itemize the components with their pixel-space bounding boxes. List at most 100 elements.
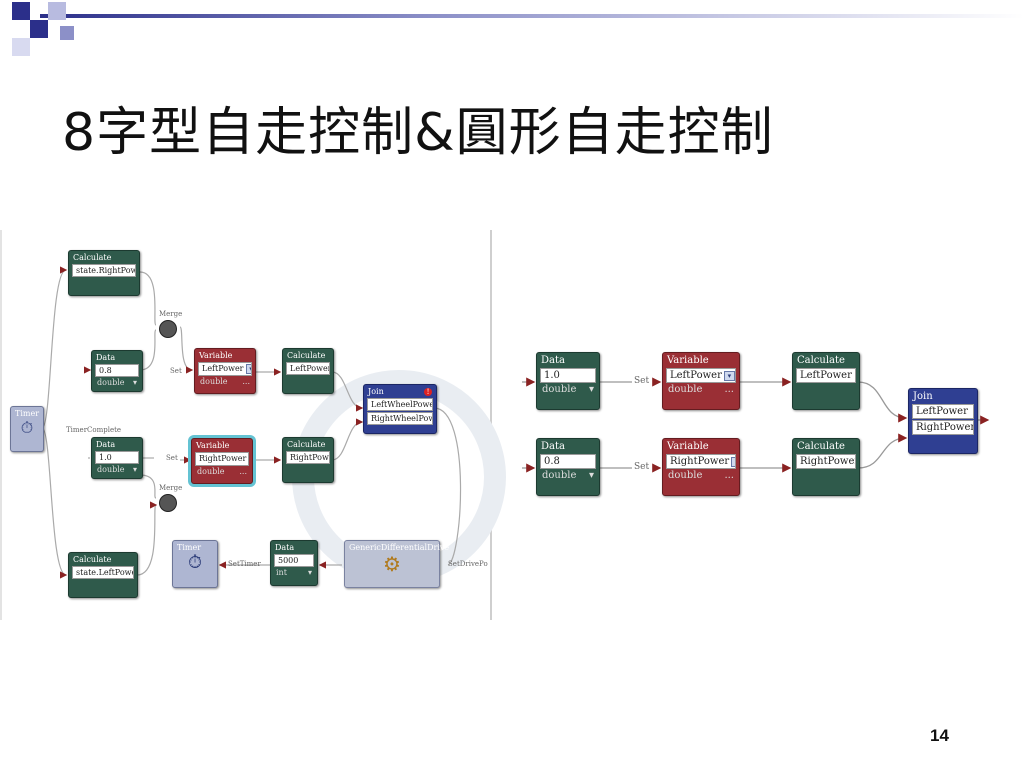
node-header: Calculate bbox=[797, 355, 845, 366]
set-drive-power-label: SetDrivePo bbox=[448, 560, 488, 568]
node-header: Join! bbox=[364, 385, 436, 397]
type-label: double bbox=[97, 465, 125, 474]
dropdown-arrow-icon[interactable]: ▾ bbox=[248, 454, 249, 464]
calculate-node-right-power[interactable]: Calculate state.RightPower bbox=[68, 250, 140, 296]
node-field[interactable]: 0.8 bbox=[540, 454, 596, 469]
type-row: double... bbox=[666, 384, 736, 395]
node-header: Data bbox=[541, 355, 565, 366]
dropdown-arrow-icon[interactable]: ▾ bbox=[245, 364, 251, 374]
calculate-node-right-power-2[interactable]: Calculate RightPower bbox=[282, 437, 334, 483]
variable-name: RightPower bbox=[670, 456, 730, 467]
variable-node-right-power[interactable]: Variable RightPower▾ double... bbox=[662, 438, 740, 496]
page-number: 14 bbox=[930, 726, 949, 745]
set-label: Set bbox=[634, 462, 650, 472]
node-field[interactable]: LeftPower▾ bbox=[666, 368, 736, 383]
slide-title: 8字型自走控制&圓形自走控制 bbox=[62, 103, 774, 163]
node-field[interactable]: 1.0 bbox=[95, 451, 139, 464]
type-row[interactable]: int▾ bbox=[274, 568, 314, 577]
more-label[interactable]: ... bbox=[724, 470, 734, 481]
join-node[interactable]: Join LeftPower RightPower bbox=[908, 388, 978, 454]
node-field[interactable]: RightPower▾ bbox=[666, 454, 736, 469]
data-node-1.0[interactable]: Data 1.0 double▾ bbox=[536, 352, 600, 410]
variable-node-right-power[interactable]: Variable RightPower▾ double... bbox=[191, 438, 253, 484]
calculate-node-left-power[interactable]: Calculate LeftPower bbox=[282, 348, 334, 394]
set-label: Set bbox=[170, 367, 182, 375]
chevron-down-icon: ▾ bbox=[132, 378, 137, 387]
timer-complete-label: TimerComplete bbox=[66, 426, 122, 434]
node-field[interactable]: RightPower bbox=[796, 454, 856, 469]
type-row: double... bbox=[195, 467, 249, 476]
title-accent-line bbox=[40, 14, 1024, 18]
more-label[interactable]: ... bbox=[724, 384, 734, 395]
node-field[interactable]: state.LeftPower bbox=[72, 566, 134, 579]
node-header: Calculate bbox=[287, 440, 326, 449]
node-field[interactable]: RightPower▾ bbox=[195, 452, 249, 466]
type-label: double bbox=[200, 377, 228, 386]
node-field[interactable]: 1.0 bbox=[540, 368, 596, 383]
join-title: Join bbox=[368, 387, 384, 396]
deco-square bbox=[12, 38, 30, 56]
data-node-1.0[interactable]: Data 1.0 double ▾ bbox=[91, 437, 143, 479]
set-label: Set bbox=[166, 454, 178, 462]
warning-icon: ! bbox=[424, 388, 432, 396]
timer-node[interactable]: Timer ⏱ bbox=[10, 406, 44, 452]
join-field-2[interactable]: RightPower bbox=[912, 420, 974, 435]
stopwatch-icon: ⏱ bbox=[187, 552, 203, 573]
chevron-down-icon: ▾ bbox=[588, 470, 594, 481]
chevron-down-icon: ▾ bbox=[132, 465, 137, 474]
more-label[interactable]: ... bbox=[239, 467, 247, 476]
join-node[interactable]: Join! LeftWheelPower RightWheelPower bbox=[363, 384, 437, 434]
node-field[interactable]: LeftPower▾ bbox=[198, 362, 252, 376]
calculate-node-right-power[interactable]: Calculate RightPower bbox=[792, 438, 860, 496]
calculate-node-left-power[interactable]: Calculate LeftPower bbox=[792, 352, 860, 410]
variable-node-left-power[interactable]: Variable LeftPower▾ double... bbox=[194, 348, 256, 394]
node-header: Data bbox=[96, 440, 116, 449]
merge-node[interactable] bbox=[159, 320, 177, 338]
merge-node[interactable] bbox=[159, 494, 177, 512]
dropdown-arrow-icon[interactable]: ▾ bbox=[723, 370, 735, 381]
type-row[interactable]: double▾ bbox=[540, 384, 596, 395]
node-header: Variable bbox=[667, 441, 709, 452]
node-field[interactable]: LeftPower bbox=[796, 368, 856, 383]
type-row[interactable]: double ▾ bbox=[540, 470, 596, 481]
deco-square bbox=[12, 2, 30, 20]
variable-node-left-power[interactable]: Variable LeftPower▾ double... bbox=[662, 352, 740, 410]
set-label: Set bbox=[634, 376, 650, 386]
stopwatch-icon: ⏱ bbox=[20, 418, 34, 437]
gear-icon: ⚙ bbox=[383, 552, 401, 576]
join-field-2[interactable]: RightWheelPower bbox=[367, 412, 433, 425]
more-label[interactable]: ... bbox=[242, 377, 250, 386]
merge-label: Merge bbox=[159, 484, 183, 492]
deco-square bbox=[60, 26, 74, 40]
node-header: Variable bbox=[196, 441, 230, 450]
variable-name: LeftPower bbox=[202, 364, 244, 373]
type-row: double... bbox=[666, 470, 736, 481]
node-field[interactable]: LeftPower bbox=[286, 362, 330, 375]
data-node-5000[interactable]: Data 5000 int▾ bbox=[270, 540, 318, 586]
node-field[interactable]: 0.8 bbox=[95, 364, 139, 377]
node-field[interactable]: 5000 bbox=[274, 554, 314, 567]
type-row[interactable]: double ▾ bbox=[95, 465, 139, 474]
type-label: double bbox=[542, 470, 577, 481]
calculate-node-left-power-state[interactable]: Calculate state.LeftPower bbox=[68, 552, 138, 598]
node-header: Calculate bbox=[797, 441, 845, 452]
data-node-0.8[interactable]: Data 0.8 double ▾ bbox=[536, 438, 600, 496]
variable-name: LeftPower bbox=[670, 370, 722, 381]
node-header: Timer bbox=[15, 409, 40, 418]
node-field[interactable]: state.RightPower bbox=[72, 264, 136, 277]
chevron-down-icon: ▾ bbox=[307, 568, 312, 577]
data-node-0.8[interactable]: Data 0.8 double▾ bbox=[91, 350, 143, 392]
type-label: double bbox=[668, 384, 703, 395]
type-row[interactable]: double▾ bbox=[95, 378, 139, 387]
generic-differential-drive-node[interactable]: GenericDifferentialDrive ⚙ bbox=[344, 540, 449, 588]
join-field-1[interactable]: LeftWheelPower bbox=[367, 398, 433, 411]
type-row: double... bbox=[198, 377, 252, 386]
node-header: Data bbox=[541, 441, 565, 452]
type-label: double bbox=[668, 470, 703, 481]
join-field-1[interactable]: LeftPower bbox=[912, 404, 974, 419]
dropdown-arrow-icon[interactable]: ▾ bbox=[731, 456, 735, 467]
timer-node-2[interactable]: Timer ⏱ bbox=[172, 540, 218, 588]
deco-square bbox=[30, 20, 48, 38]
node-field[interactable]: RightPower bbox=[286, 451, 330, 464]
left-diagram-panel: Calculate state.RightPower Merge Data 0.… bbox=[0, 230, 506, 620]
